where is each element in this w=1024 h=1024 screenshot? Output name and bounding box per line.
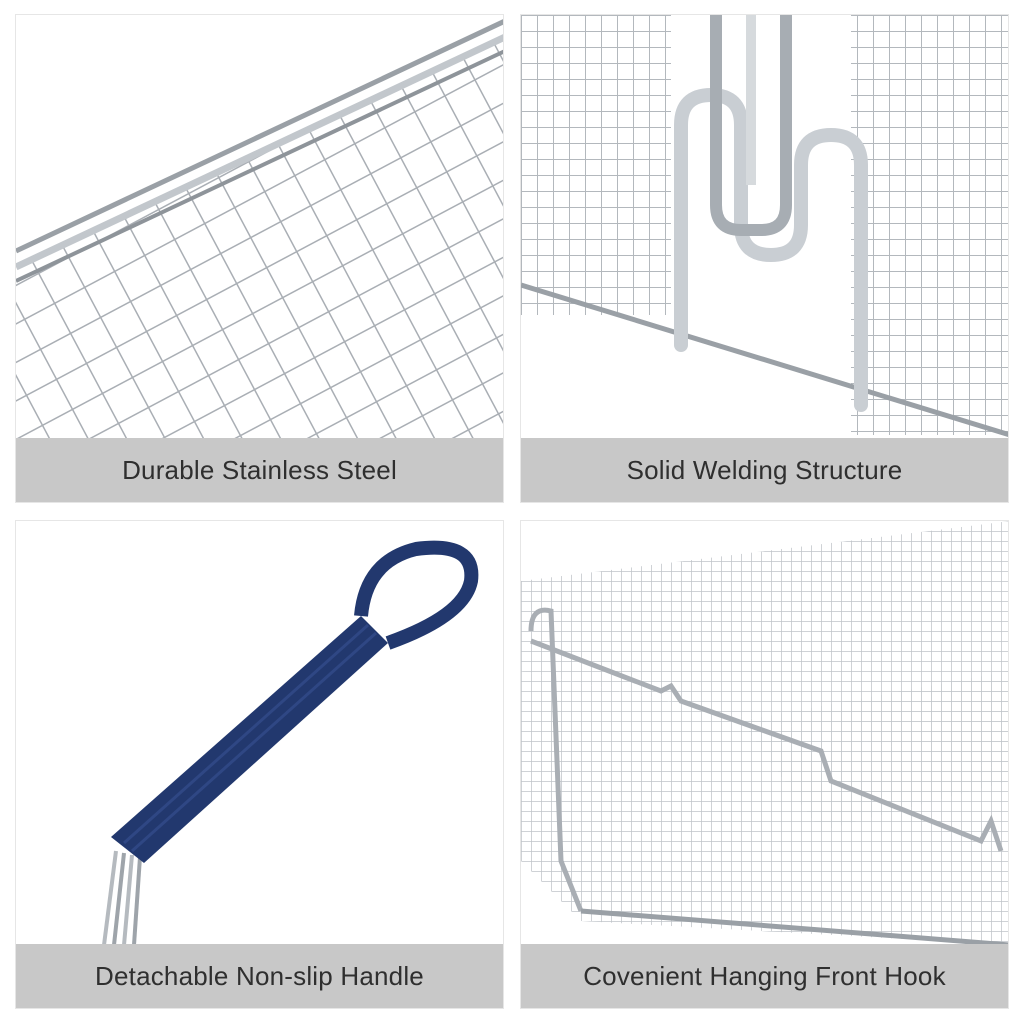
feature-panel-hanging-hook: Covenient Hanging Front Hook [520,520,1009,1009]
basket-image [521,521,1008,945]
caption: Solid Welding Structure [521,438,1008,502]
caption: Covenient Hanging Front Hook [521,944,1008,1008]
caption: Detachable Non-slip Handle [16,944,503,1008]
caption: Durable Stainless Steel [16,438,503,502]
handle-image [16,521,503,945]
feature-panel-handle: Detachable Non-slip Handle [15,520,504,1009]
welding-closeup-image [521,15,1008,439]
feature-panel-stainless-steel: Durable Stainless Steel [15,14,504,503]
feature-panel-welding-structure: Solid Welding Structure [520,14,1009,503]
mesh-closeup-image [16,15,503,439]
